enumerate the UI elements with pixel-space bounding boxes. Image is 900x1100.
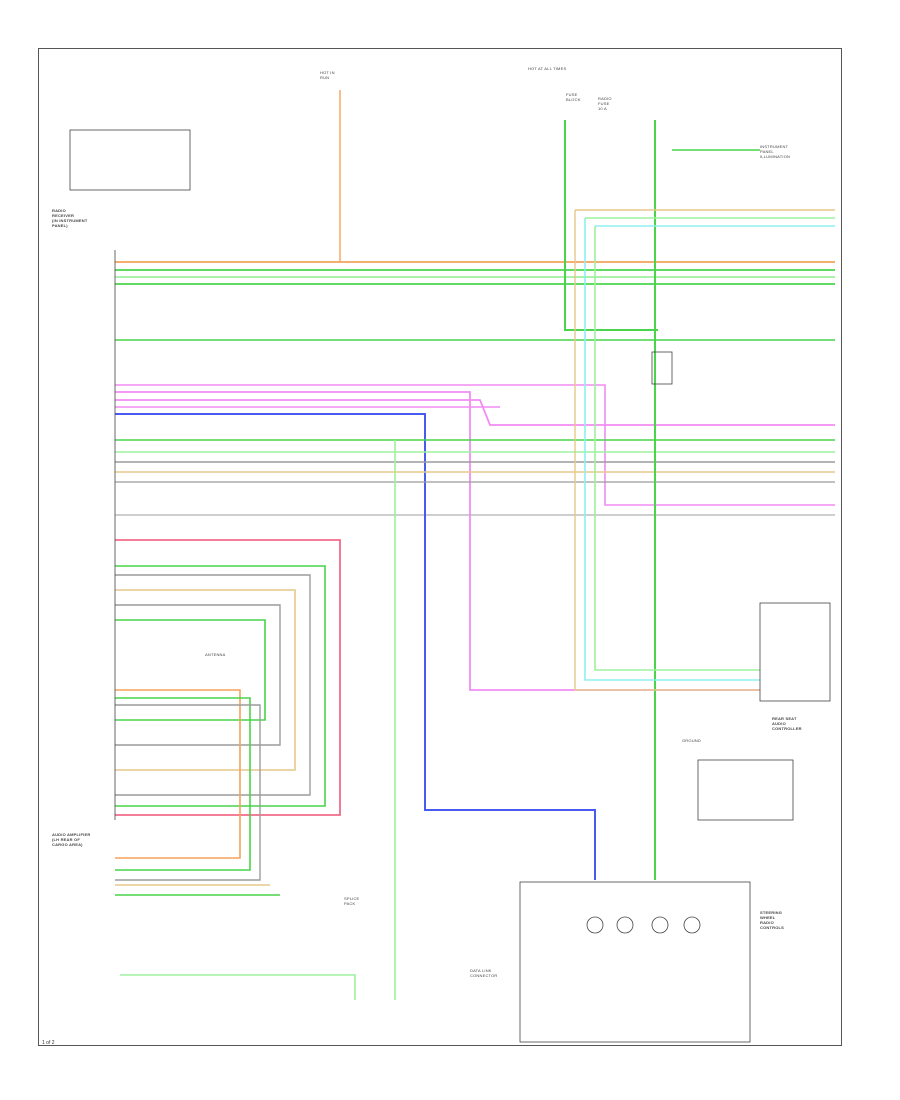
switch-4 <box>683 916 701 934</box>
wire-magenta-1 <box>115 384 835 506</box>
wire-gray-amp <box>115 704 261 881</box>
wire-blue <box>115 413 596 880</box>
rear-seat-label: REAR SEAT AUDIO CONTROLLER <box>772 716 802 731</box>
wire-lg-vert <box>594 226 760 671</box>
splice-pack-label: SPLICE PACK <box>344 896 360 906</box>
page-indicator: 1 of 2 <box>42 1040 55 1046</box>
diagram-frame <box>38 48 842 1046</box>
wire-green-loop2 <box>115 619 266 721</box>
amplifier-label: AUDIO AMPLIFIER (LH REAR OF CARGO AREA) <box>52 832 91 847</box>
data-link-label: DATA LINK CONNECTOR <box>470 968 498 978</box>
fuse-relay-box <box>69 129 191 191</box>
wire-orange-amp <box>115 689 241 859</box>
ground-label: GROUND <box>682 738 701 743</box>
wire-green-fuse <box>564 120 658 331</box>
fuse-block-label: FUSE BLOCK <box>566 92 581 102</box>
steering-controls-box <box>519 881 751 1043</box>
switch-2 <box>616 916 634 934</box>
rear-seat-connector <box>759 602 831 702</box>
splice-box <box>651 351 673 385</box>
steering-controls-label: STEERING WHEEL RADIO CONTROLS <box>760 910 785 930</box>
ground-box <box>697 759 794 821</box>
wire-green-loop <box>115 565 326 807</box>
illum-label: INSTRUMENT PANEL ILLUMINATION <box>760 144 791 159</box>
wire-tan-vert <box>574 210 760 691</box>
radio-label: RADIO RECEIVER (IN INSTRUMENT PANEL) <box>52 208 88 228</box>
antenna-label: ANTENNA <box>205 652 226 657</box>
component-layer <box>69 129 831 1043</box>
radio-fuse-label: RADIO FUSE 10 A <box>598 96 612 111</box>
wire-green-amp <box>115 697 251 871</box>
wire-red-loop <box>115 539 341 816</box>
switch-1 <box>586 916 604 934</box>
wire-lightgreen-bottom <box>120 974 356 1000</box>
wire-magenta-2 <box>115 391 760 691</box>
wire-cyan-vert <box>584 218 760 681</box>
wire-gray-loop <box>115 574 311 796</box>
switch-3 <box>651 916 669 934</box>
hot-at-all-label: HOT AT ALL TIMES <box>528 66 567 71</box>
wire-magenta-3 <box>115 399 835 426</box>
wire-gray-loop2 <box>115 604 281 746</box>
hot-in-run-label: HOT IN RUN <box>320 70 335 80</box>
wire-layer <box>115 90 835 1000</box>
wire-tan-loop <box>115 589 296 771</box>
